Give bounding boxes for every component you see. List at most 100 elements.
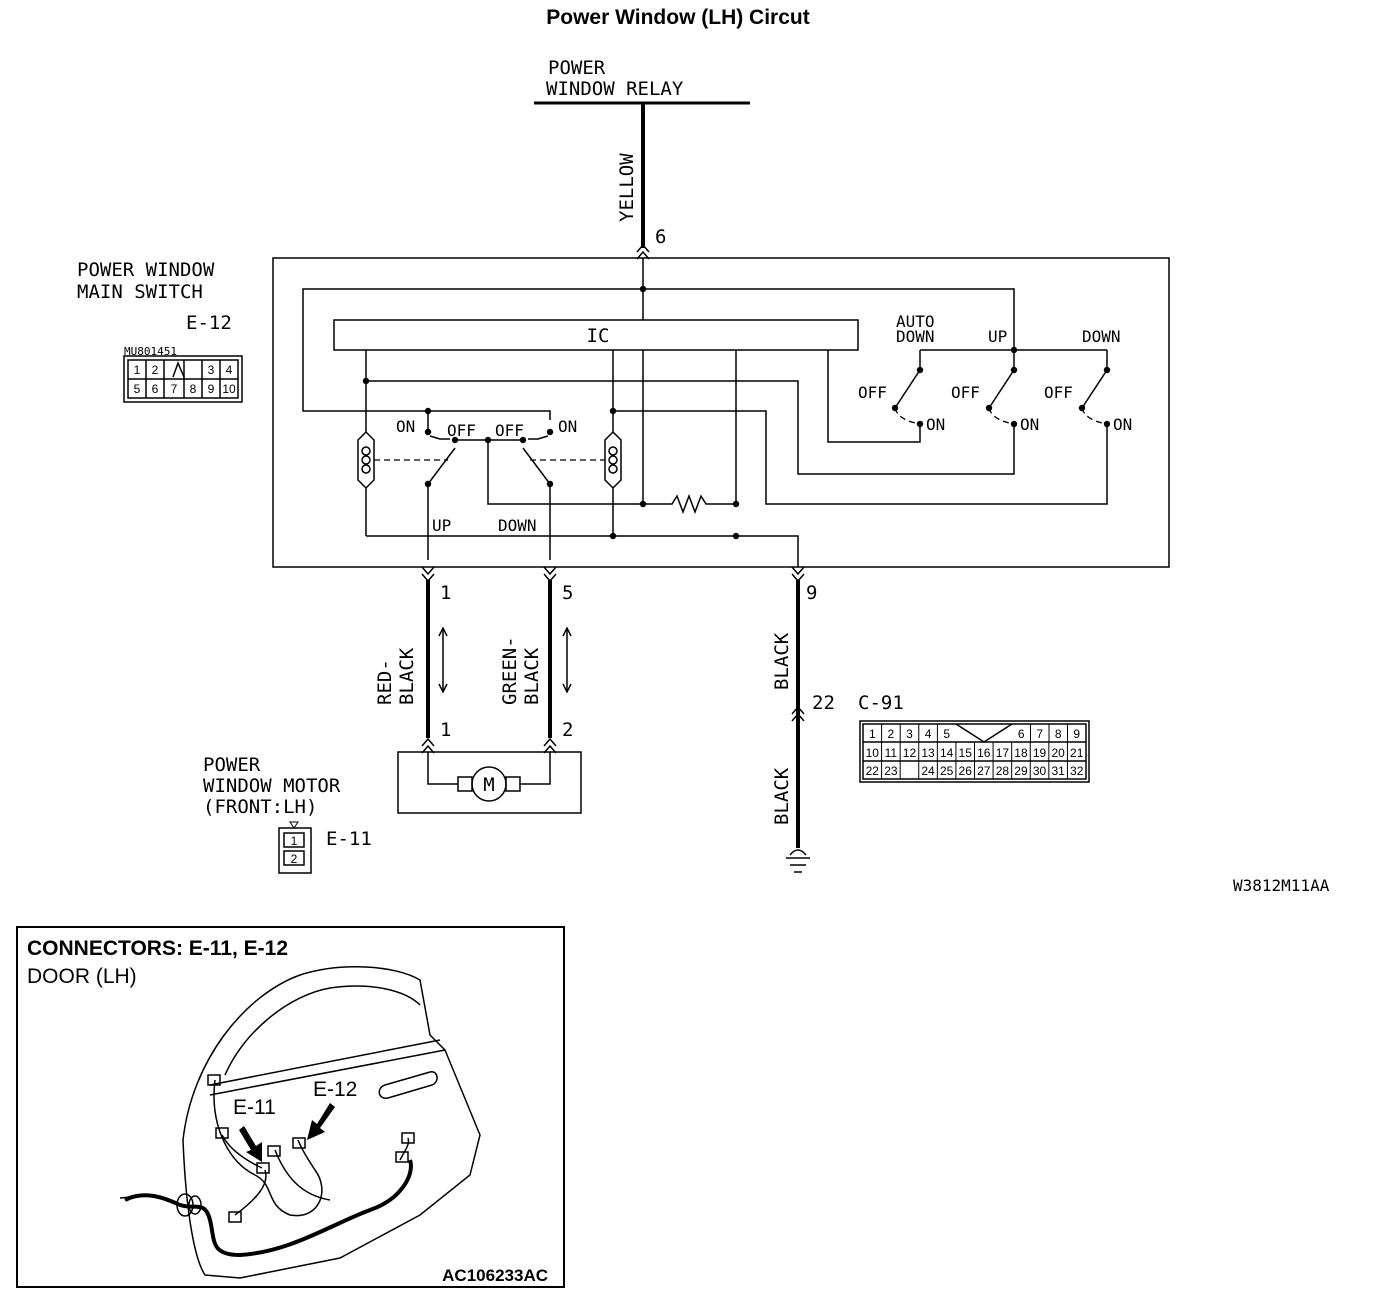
motor-label-line2: WINDOW MOTOR [203,775,341,797]
c91-pin: 23 [884,764,898,778]
motor-label-line1: POWER [203,754,261,776]
pin-5-label: 5 [562,582,573,604]
relay-label-line2: WINDOW RELAY [546,78,684,100]
power-window-relay: POWER WINDOW RELAY [534,57,750,105]
green-black-label-line2: BLACK [521,647,543,705]
yellow-wire: YELLOW 6 [616,103,666,260]
inset-e11-label: E-11 [233,1096,276,1119]
pin-22-label: 22 [812,692,835,714]
c91-pin: 19 [1033,746,1047,760]
main-switch-box: IC ON OFF OFF O [272,257,1170,568]
inset-code: AC106233AC [442,1266,548,1285]
ic-label: IC [587,325,610,347]
switch-on-label: ON [1113,415,1132,434]
connector-location-inset: CONNECTORS: E-11, E-12 DOOR (LH) AC10623… [16,926,565,1288]
relay-on-right-label: ON [558,417,577,436]
up-output-label: UP [432,516,451,535]
relay-label-line1: POWER [548,57,606,79]
c91-pin: 2 [888,727,895,741]
e12-pin: 6 [152,382,159,396]
red-black-label-line2: BLACK [396,647,418,705]
c91-pin: 8 [1055,727,1062,741]
motor-symbol: M [483,774,494,796]
inset-heading: CONNECTORS: E-11, E-12 [27,937,288,960]
c91-pin: 7 [1036,727,1043,741]
main-switch-label-line2: MAIN SWITCH [77,281,203,303]
c91-pin: 20 [1051,746,1065,760]
black-wire-label-top: BLACK [771,632,793,690]
switch-up-label: UP [988,327,1007,346]
c91-pin: 4 [925,727,932,741]
e12-pin: 2 [152,363,159,377]
c91-pin: 9 [1073,727,1080,741]
c91-pin: 21 [1070,746,1084,760]
red-black-wire: 1 1 RED- BLACK [374,566,451,754]
yellow-wire-label: YELLOW [616,153,638,222]
c91-pin: 27 [977,764,991,778]
c91-pin: 3 [906,727,913,741]
e12-arrow-icon [307,1103,335,1140]
pin-9-label: 9 [806,582,817,604]
switch-off-label: OFF [1044,383,1073,402]
power-window-motor: M POWER WINDOW MOTOR (FRONT:LH) 1 2 E-11 [203,751,582,874]
switch-on-label: ON [1020,415,1039,434]
green-black-wire: 5 2 GREEN- BLACK [499,566,573,754]
red-black-label-line1: RED- [374,659,396,705]
c91-pin: 25 [940,764,954,778]
motor-label-line3: (FRONT:LH) [203,796,317,818]
c91-pin: 24 [921,764,935,778]
e11-arrow-icon [239,1126,262,1162]
down-output-label: DOWN [498,516,537,535]
c91-pin: 17 [996,746,1010,760]
switch-off-label: OFF [951,383,980,402]
c91-pin: 11 [885,746,898,760]
c91-pin: 14 [940,746,954,760]
c91-pin: 31 [1051,764,1065,778]
diagram-title: Power Window (LH) Circut [546,6,809,29]
e12-pin: 8 [190,382,197,396]
main-switch-label-line1: POWER WINDOW [77,259,215,281]
e11-connector-label: E-11 [326,828,372,850]
switch-off-label: OFF [858,383,887,402]
e12-pin: 4 [226,363,233,377]
e12-pin: 10 [222,382,236,396]
c91-pin: 6 [1018,727,1025,741]
c91-pin: 12 [903,746,917,760]
inset-e12-label: E-12 [313,1078,357,1101]
e11-pin: 1 [291,834,298,848]
e12-pin: 9 [208,382,215,396]
c91-label: C-91 [858,692,904,714]
relay-off-right-label: OFF [495,421,524,440]
c91-pin: 18 [1014,746,1028,760]
e12-pin: 3 [208,363,215,377]
c91-pin: 32 [1070,764,1084,778]
part-number: MU801451 [124,345,177,358]
inset-location: DOOR (LH) [27,965,137,988]
switch-down-label: DOWN [1082,327,1121,346]
c91-pin: 10 [866,746,880,760]
e11-pin: 2 [291,852,298,866]
relay-on-left-label: ON [396,417,415,436]
c91-pin: 15 [959,746,973,760]
e12-pin: 7 [171,382,178,396]
pin-1-top-label: 1 [440,582,451,604]
c91-pin: 26 [959,764,973,778]
c91-pin: 1 [869,727,876,741]
e12-connector-label: E-12 [186,312,232,334]
relay-off-left-label: OFF [447,421,476,440]
black-wire-label-bottom: BLACK [771,767,793,825]
e12-pin: 5 [134,382,141,396]
main-switch-labels: POWER WINDOW MAIN SWITCH E-12 MU801451 [77,259,232,358]
pin-1-bottom-label: 1 [440,719,451,741]
e12-connector-face: 1 2 3 4 5 6 7 8 9 10 [123,355,243,403]
diagram-code: W3812M11AA [1233,876,1330,895]
pin-6-label: 6 [655,226,666,248]
auto-down-label-line2: DOWN [896,327,935,346]
c91-pin: 29 [1014,764,1028,778]
auto-down-label-line1: AUTO [896,312,935,331]
c91-pin: 22 [866,764,880,778]
c91-pin: 30 [1033,764,1047,778]
e12-pin: 1 [134,363,141,377]
